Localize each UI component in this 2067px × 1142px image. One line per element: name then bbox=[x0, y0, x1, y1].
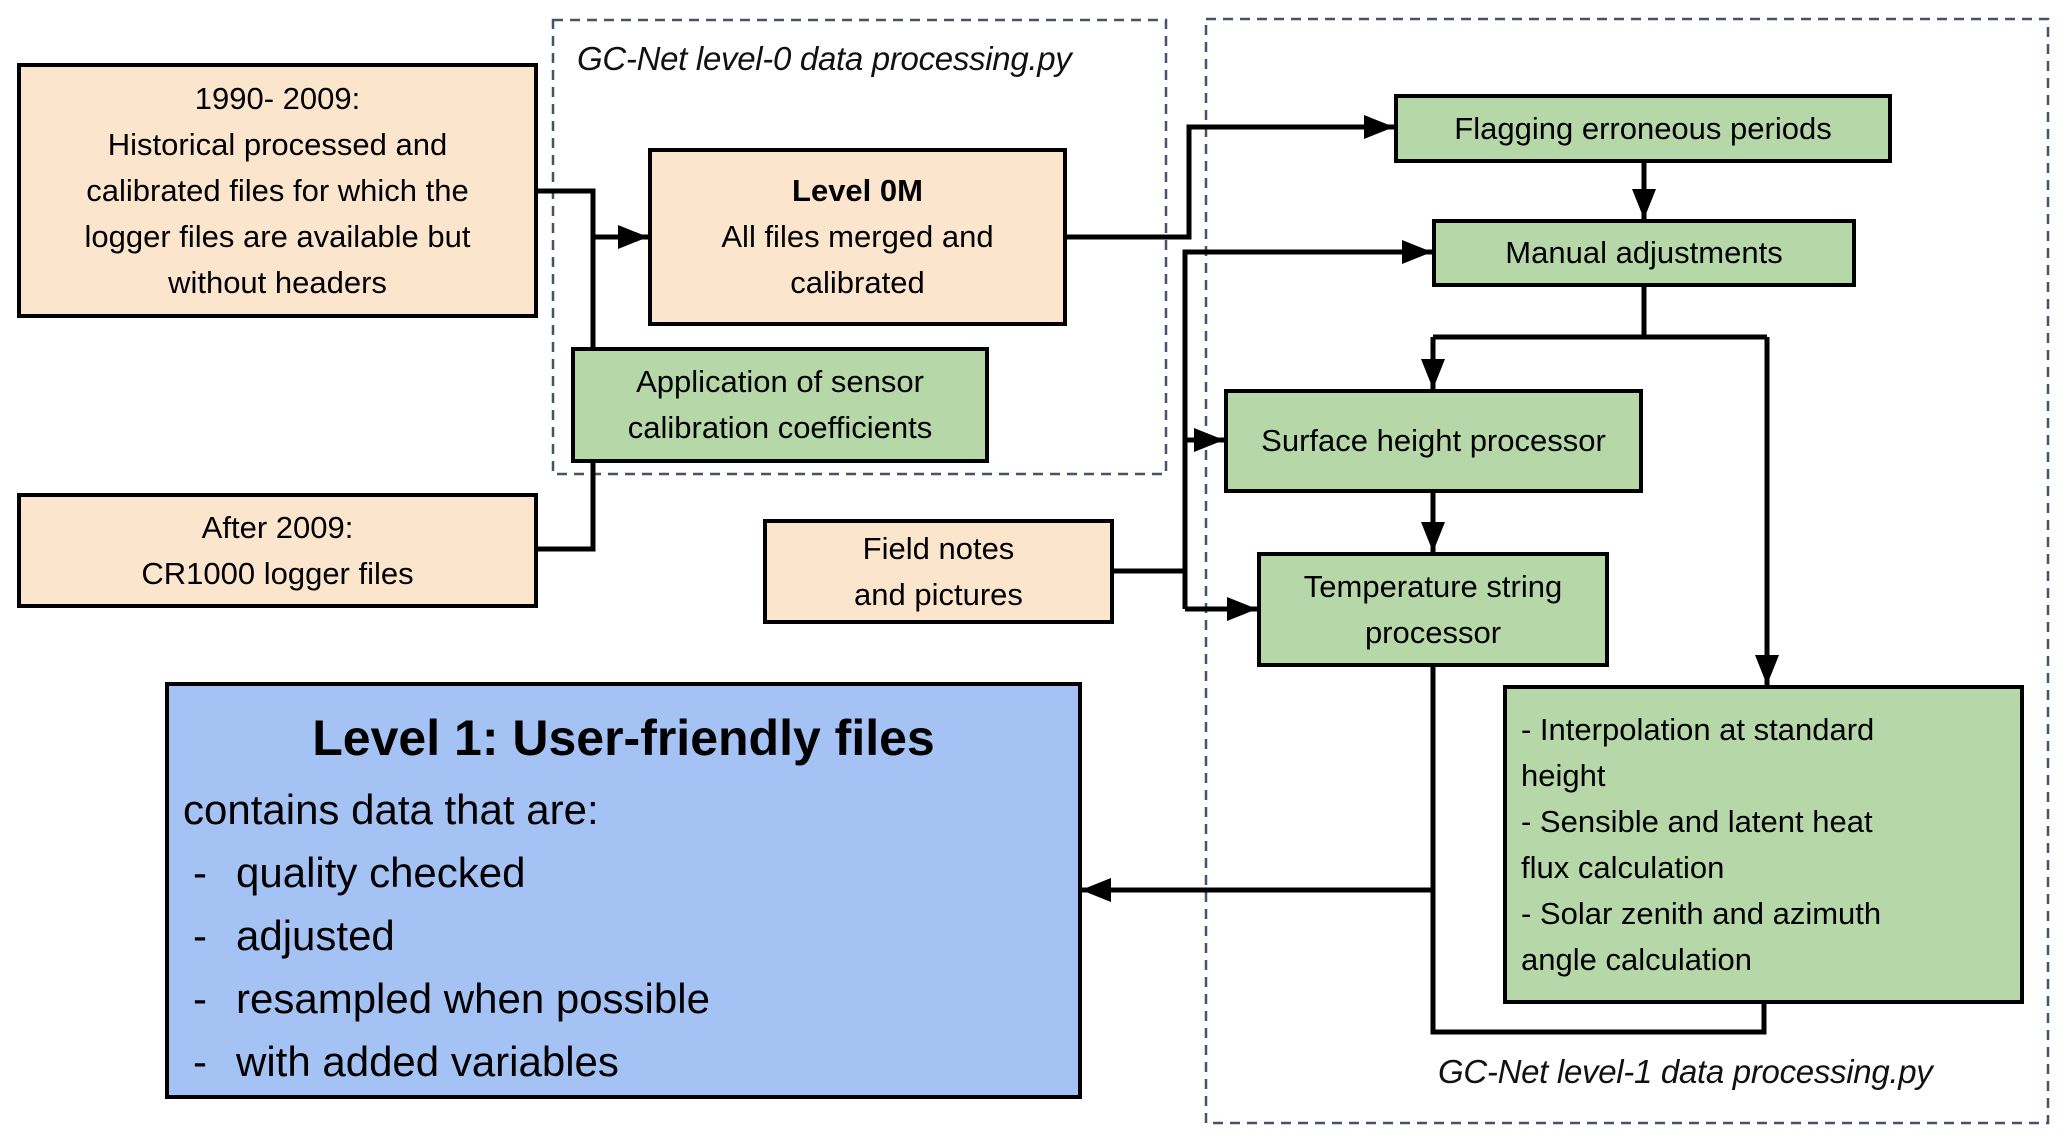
box-line: Surface height processor bbox=[1261, 423, 1606, 458]
bullet-dash: - bbox=[193, 975, 207, 1022]
box-line: calibration coefficients bbox=[627, 410, 933, 445]
level1-intro: contains data that are: bbox=[183, 786, 599, 833]
bullet-dash: - bbox=[193, 1038, 207, 1085]
sensor-calibration-box: Application of sensor calibration coeffi… bbox=[571, 347, 989, 463]
historical-files-box: 1990- 2009: Historical processed and cal… bbox=[17, 63, 538, 318]
box-line: calibrated bbox=[790, 265, 925, 300]
flagging-box: Flagging erroneous periods bbox=[1394, 94, 1892, 163]
box-line: and pictures bbox=[854, 576, 1023, 612]
list-item-text: with added variables bbox=[236, 1038, 619, 1085]
box-line: Field notes bbox=[862, 530, 1015, 566]
cr1000-files-box: After 2009: CR1000 logger files bbox=[17, 493, 538, 608]
box-line: - Sensible and latent heat bbox=[1521, 804, 1873, 839]
box-line: without headers bbox=[168, 264, 387, 300]
list-item-text: adjusted bbox=[236, 912, 395, 959]
post-processing-box: - Interpolation at standard height - Sen… bbox=[1503, 685, 2024, 1004]
box-line: angle calculation bbox=[1521, 942, 1752, 977]
box-line: Temperature string bbox=[1303, 568, 1563, 604]
box-line: calibrated files for which the bbox=[86, 172, 469, 208]
box-line: Flagging erroneous periods bbox=[1454, 110, 1832, 146]
box-line: After 2009: bbox=[201, 509, 354, 545]
box-line: 1990- 2009: bbox=[194, 80, 361, 116]
box-line: Historical processed and bbox=[107, 126, 448, 162]
manual-adjustments-box: Manual adjustments bbox=[1432, 219, 1856, 287]
list-item-text: resampled when possible bbox=[236, 975, 710, 1022]
level0-region-label: GC-Net level-0 data processing.py bbox=[577, 40, 1072, 77]
box-line: All files merged and bbox=[721, 219, 994, 254]
level1-region bbox=[1204, 17, 2050, 1125]
temperature-string-processor-box: Temperature string processor bbox=[1257, 552, 1609, 667]
list-item-text: quality checked bbox=[236, 849, 526, 896]
level1-region-label: GC-Net level-1 data processing.py bbox=[1438, 1053, 1933, 1090]
bullet-dash: - bbox=[193, 912, 207, 959]
box-line: - Interpolation at standard bbox=[1521, 712, 1875, 747]
level0m-box: Level 0M All files merged and calibrated bbox=[648, 148, 1067, 326]
surface-height-processor-box: Surface height processor bbox=[1224, 389, 1643, 493]
box-line: CR1000 logger files bbox=[141, 555, 414, 591]
level1-title: Level 1: User-friendly files bbox=[312, 710, 935, 766]
box-line: Application of sensor bbox=[636, 364, 924, 399]
field-notes-box: Field notes and pictures bbox=[763, 519, 1114, 624]
box-line: height bbox=[1521, 758, 1606, 793]
box-line: processor bbox=[1364, 614, 1502, 650]
level1-output-box: Level 1: User-friendly files contains da… bbox=[165, 682, 1082, 1099]
connector-historical-to-calibration bbox=[537, 188, 596, 347]
connector-temp-post-loop bbox=[1430, 666, 1767, 1035]
level0-region bbox=[551, 18, 1168, 476]
box-title: Level 0M bbox=[792, 173, 923, 208]
arrow-fieldnotes-to-manual bbox=[1182, 240, 1432, 609]
box-line: logger files are available but bbox=[84, 218, 471, 254]
box-line: flux calculation bbox=[1521, 850, 1725, 885]
arrow-level0m-to-flagging bbox=[1066, 115, 1394, 240]
bullet-dash: - bbox=[193, 849, 207, 896]
connector-cr1000-to-calibration bbox=[537, 462, 596, 552]
box-line: - Solar zenith and azimuth bbox=[1521, 896, 1882, 931]
box-line: Manual adjustments bbox=[1505, 235, 1783, 270]
